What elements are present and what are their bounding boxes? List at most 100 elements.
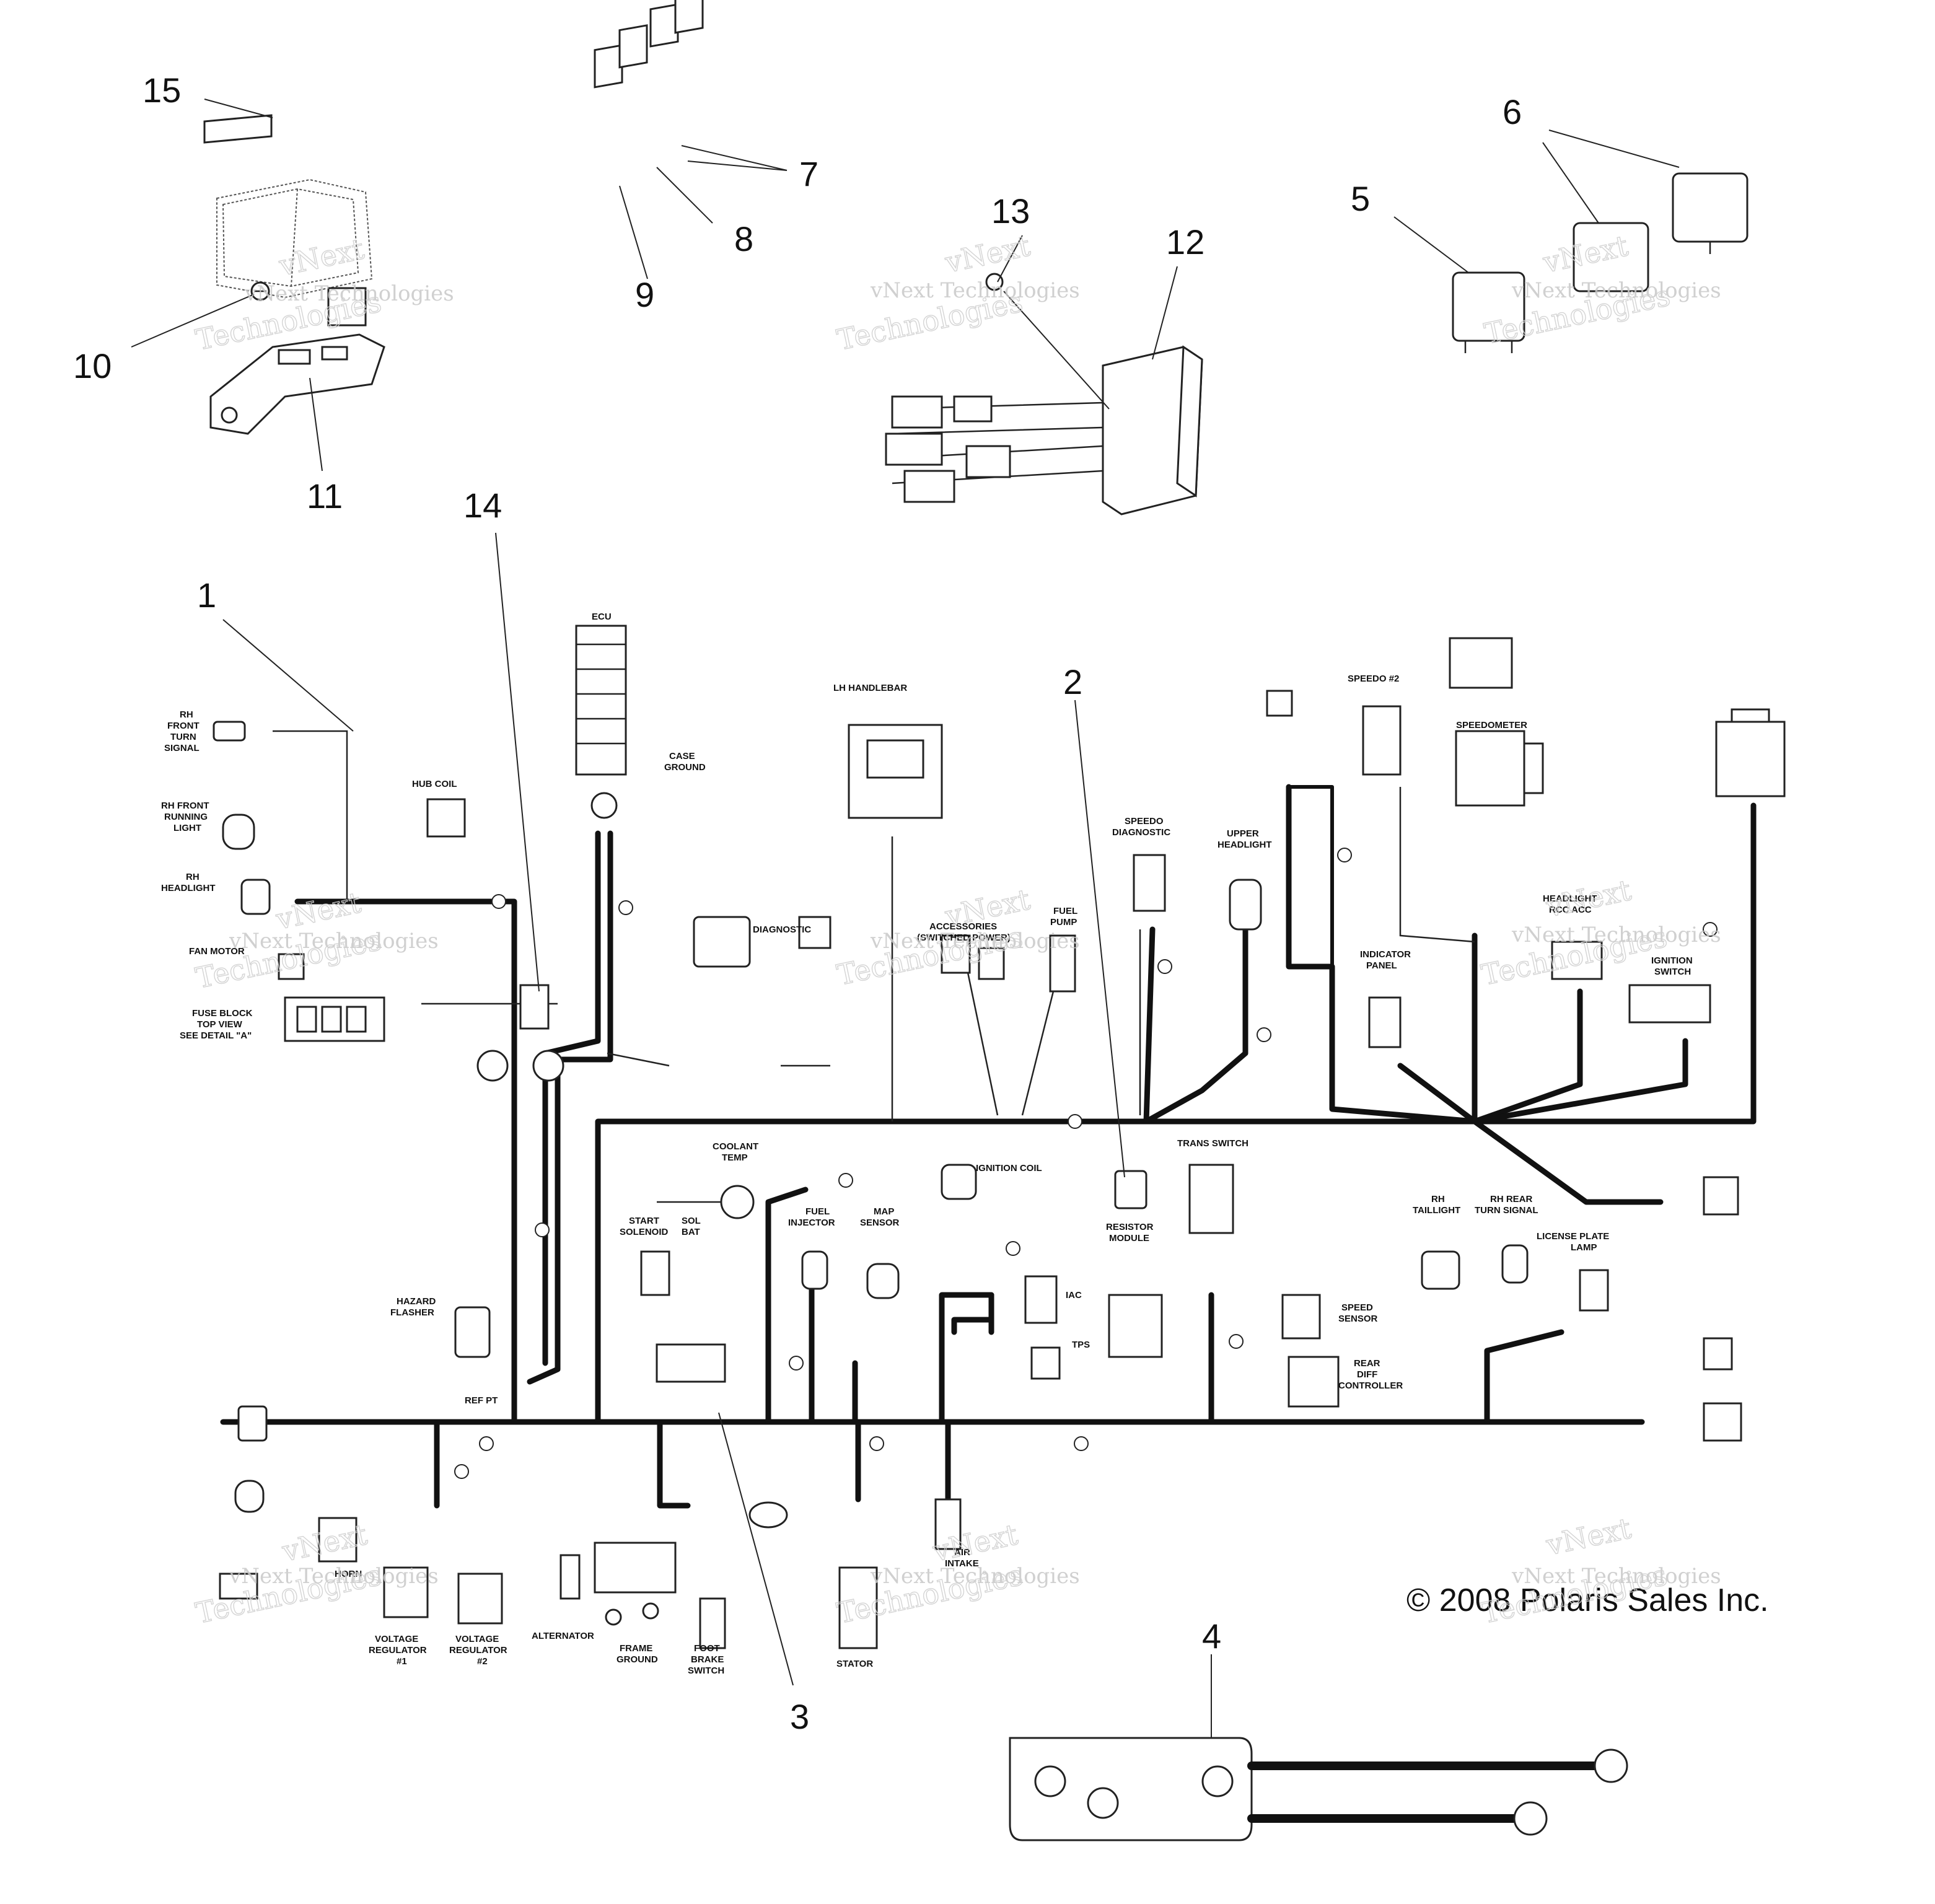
- label-rh-front-turn-4: SIGNAL: [164, 743, 200, 753]
- callout-1: 1: [197, 576, 216, 615]
- label-tps: TPS: [1072, 1340, 1090, 1350]
- part-4-ground-strap: [1009, 1737, 1628, 1841]
- label-rh-tail-1: RH: [1431, 1194, 1445, 1204]
- watermark-left-mid: vNext Technologies: [229, 929, 439, 954]
- main-harness-trunks: [220, 784, 1757, 1509]
- part-12-module: [885, 273, 1203, 515]
- label-headlight-aux-1: HEADLIGHT: [1543, 893, 1597, 904]
- callout-3: 3: [790, 1697, 809, 1736]
- watermark-mid-vnext: vNext: [942, 229, 1033, 279]
- label-resistor-2: MODULE: [1109, 1233, 1149, 1244]
- label-fuel-pump-1: FUEL: [1053, 906, 1077, 916]
- watermark-center-bottom: vNext Technologies: [870, 1564, 1080, 1589]
- label-rh-rear-turn-1: RH REAR: [1490, 1194, 1533, 1204]
- label-rh-headlight-1: RH: [186, 872, 200, 882]
- label-rh-front-run-1: RH FRONT: [161, 801, 209, 811]
- label-accessories-1: ACCESSORIES: [929, 921, 997, 932]
- label-frame-ground-2: GROUND: [616, 1654, 658, 1665]
- label-ignition-coil: IGNITION COIL: [976, 1163, 1042, 1174]
- label-volt-reg1-2: REGULATOR: [369, 1645, 427, 1656]
- label-fuse-block-3: SEE DETAIL "A": [180, 1030, 252, 1041]
- label-speedo-diag-2: DIAGNOSTIC: [1112, 827, 1170, 838]
- label-ecu: ECU: [592, 612, 612, 622]
- part-15-label-and-fuse-box: [203, 114, 373, 299]
- callout-14: 14: [463, 486, 502, 525]
- callout-6: 6: [1503, 92, 1522, 131]
- label-fuel-inj-1: FUEL: [805, 1206, 830, 1217]
- leader-lines: [131, 99, 1680, 1738]
- label-start-sol-1: START: [629, 1216, 659, 1226]
- label-resistor-1: RESISTOR: [1106, 1222, 1154, 1232]
- reference-bubbles: [454, 848, 1718, 1479]
- watermark-top-center: vNext Technologies: [870, 278, 1080, 303]
- label-rh-tail-2: TAILLIGHT: [1413, 1205, 1460, 1216]
- label-speedo-diag-1: SPEEDO: [1125, 816, 1164, 827]
- label-fuel-pump-2: PUMP: [1050, 917, 1077, 928]
- callout-9: 9: [635, 275, 654, 314]
- callout-4: 4: [1202, 1617, 1221, 1656]
- label-start-sol-2: SOLENOID: [620, 1227, 669, 1237]
- callout-2: 2: [1063, 662, 1082, 701]
- callout-13: 13: [991, 191, 1030, 230]
- label-fan-motor: FAN MOTOR: [189, 946, 245, 957]
- label-rh-front-turn-1: RH: [180, 709, 193, 720]
- part-10-screw: [250, 281, 270, 301]
- label-stator: STATOR: [836, 1659, 873, 1669]
- relays-5-6: [1452, 172, 1749, 353]
- callout-7: 7: [799, 154, 818, 193]
- label-speed-sensor-2: SENSOR: [1338, 1314, 1378, 1324]
- label-lh-handlebar: LH HANDLEBAR: [833, 683, 907, 693]
- watermark-right-bottom: vNext Technologies: [1511, 1564, 1721, 1589]
- label-trans-switch: TRANS SWITCH: [1177, 1138, 1248, 1149]
- label-license-2: LAMP: [1571, 1242, 1597, 1253]
- label-volt-reg2-1: VOLTAGE: [455, 1634, 499, 1644]
- label-indicator-2: PANEL: [1366, 960, 1397, 971]
- label-hub-coil: HUB COIL: [412, 779, 457, 789]
- label-fuse-block-1: FUSE BLOCK: [192, 1008, 253, 1019]
- label-foot-brake-2: BRAKE: [691, 1654, 724, 1665]
- label-volt-reg2-3: #2: [477, 1656, 488, 1667]
- component-labels: ECU CASE GROUND DIAGNOSTIC LH HANDLEBAR …: [161, 612, 1693, 1676]
- watermark-rm-vnext: vNext: [1543, 873, 1634, 924]
- label-map-1: MAP: [874, 1206, 894, 1217]
- callout-10: 10: [73, 346, 112, 385]
- label-foot-brake-1: FOOT: [694, 1643, 720, 1654]
- callout-12: 12: [1166, 222, 1204, 261]
- watermark-right-mid: vNext Technologies: [1511, 923, 1721, 947]
- label-rh-headlight-2: HEADLIGHT: [161, 883, 216, 893]
- label-rh-front-turn-3: TURN: [170, 732, 196, 742]
- watermark-top-right: vNext Technologies: [1511, 278, 1721, 303]
- callout-11: 11: [307, 476, 343, 515]
- label-iac: IAC: [1066, 1290, 1082, 1301]
- label-speedo2: SPEEDO #2: [1348, 673, 1399, 684]
- label-upper-headlight-1: UPPER: [1227, 828, 1259, 839]
- connectors: [213, 625, 1786, 1649]
- label-rh-rear-turn-2: TURN SIGNAL: [1475, 1205, 1538, 1216]
- copyright-notice: © 2008 Polaris Sales Inc.: [1406, 1582, 1769, 1618]
- label-speed-sensor-1: SPEED: [1341, 1302, 1373, 1313]
- label-coolant-2: TEMP: [722, 1152, 748, 1163]
- label-ignition-sw-2: SWITCH: [1654, 967, 1691, 977]
- label-upper-headlight-2: HEADLIGHT: [1218, 840, 1272, 850]
- label-speedometer: SPEEDOMETER: [1456, 720, 1527, 730]
- label-accessories-2: (SWITCHED POWER): [917, 932, 1011, 943]
- label-indicator-1: INDICATOR: [1360, 949, 1411, 960]
- label-case-ground-2: GROUND: [664, 762, 706, 773]
- label-headlight-aux-2: RCC ACC: [1549, 905, 1592, 915]
- watermark-top-vnext: vNext: [276, 232, 367, 283]
- label-license-1: LICENSE PLATE: [1537, 1231, 1609, 1242]
- callout-8: 8: [734, 219, 753, 258]
- callout-15: 15: [143, 71, 181, 110]
- label-volt-reg1-1: VOLTAGE: [375, 1634, 418, 1644]
- watermark-left-bottom: vNext Technologies: [229, 1564, 439, 1589]
- label-horn: HORN: [335, 1569, 362, 1579]
- label-rear-diff-2: DIFF: [1357, 1369, 1377, 1380]
- part-11-bracket: [209, 287, 385, 435]
- label-hazard-2: FLASHER: [390, 1307, 434, 1318]
- callout-numbers: 15 10 11 7 8 9 13 12 5 6 14 1 2 3 4: [73, 71, 1522, 1736]
- label-rh-front-turn-2: FRONT: [167, 721, 200, 731]
- label-fuse-block-2: TOP VIEW: [197, 1019, 243, 1030]
- label-rh-front-run-2: RUNNING: [164, 812, 208, 822]
- label-foot-brake-3: SWITCH: [688, 1665, 724, 1676]
